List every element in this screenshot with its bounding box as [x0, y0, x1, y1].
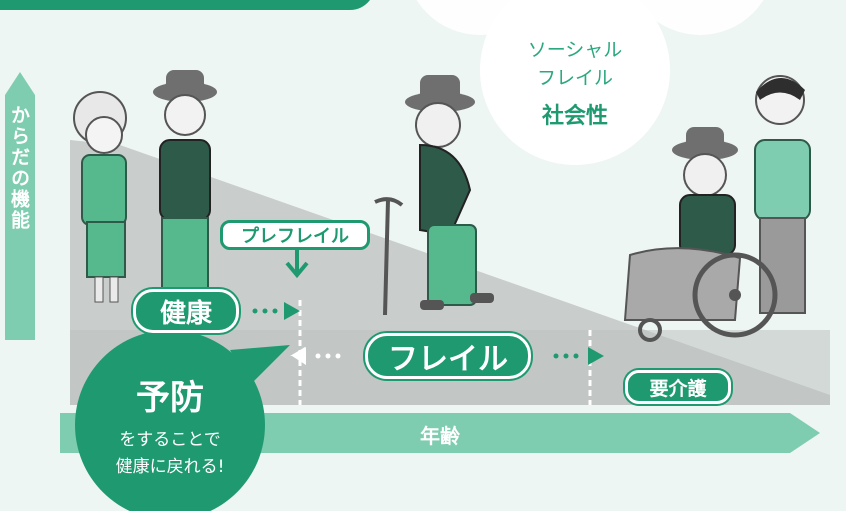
prefrail-down-arrow: [285, 250, 309, 279]
healthy-label: 健康: [133, 289, 239, 333]
header-bar: [0, 0, 370, 10]
prevention-callout-tail: [230, 345, 290, 385]
frail-label: フレイル: [365, 333, 531, 379]
care-label: 要介護: [625, 370, 731, 404]
prevention-title: 予防: [136, 378, 204, 418]
healthy-to-frail-arrow: [252, 302, 300, 320]
x-axis-label: 年齢: [420, 424, 460, 448]
frail-to-care-arrow: [553, 347, 604, 365]
x-axis-arrowhead: [790, 413, 820, 453]
care-figure: [623, 75, 811, 342]
bubble-line-3: 社会性: [541, 104, 608, 129]
prevention-line-1: をすることで: [119, 430, 221, 450]
frail-to-healthy-arrow: [290, 347, 341, 365]
frail-elderly-figure: [374, 75, 494, 316]
bubble-line-1: ソーシャル: [527, 39, 623, 61]
y-axis-label: からだの機能: [8, 105, 30, 231]
prevention-callout: [75, 330, 265, 511]
y-axis-bar: [5, 95, 35, 340]
prevention-line-2: 健康に戻れる!: [115, 457, 225, 477]
bubble-line-2: フレイル: [536, 67, 613, 89]
y-axis-arrowhead: [5, 72, 35, 95]
healthy-couple-figure: [73, 70, 217, 306]
social-frail-bubble: [480, 0, 670, 165]
bg-circle-right: [636, 0, 764, 35]
prefrail-label: プレフレイル: [220, 220, 370, 250]
